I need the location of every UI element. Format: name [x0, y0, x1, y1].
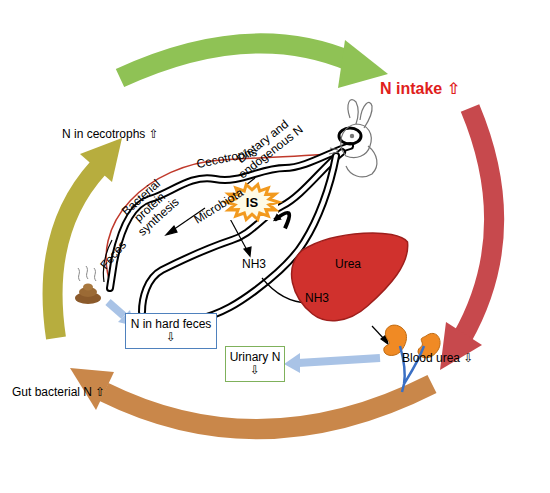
hard-feces-box: N in hard feces ⇩ [125, 313, 217, 349]
node-text: Urea [335, 258, 361, 271]
node-text: NH3 [305, 292, 329, 305]
arrow-head [80, 138, 122, 182]
blood-urea-label: Blood urea ⇩ [402, 352, 512, 365]
rabbit-sketch [329, 100, 377, 177]
cycle-arrow-brown [104, 384, 432, 429]
node-text: N in hard feces ⇩ [126, 318, 216, 344]
gut-n-label: Gut bacterial N ⇧ [12, 386, 147, 399]
liver-path [292, 233, 408, 321]
liver-shape: UreaNH3 [285, 228, 410, 328]
liver-outline [285, 228, 410, 328]
ammonia-label: NH3 [242, 258, 282, 271]
cycle-arrow-green [120, 43, 352, 78]
node-text: Urinary N ⇩ [226, 351, 284, 377]
cecotroph-n-label: N in cecotrophs ⇧ [62, 128, 197, 141]
feces-pile [75, 266, 101, 304]
cycle-arrow-red [462, 108, 494, 338]
cycle-arrow-olive [53, 168, 98, 338]
intake-label: N intake ⇧ [380, 80, 495, 98]
node-text: IS [246, 196, 258, 209]
urinary-box: Urinary N ⇩ [225, 346, 285, 382]
